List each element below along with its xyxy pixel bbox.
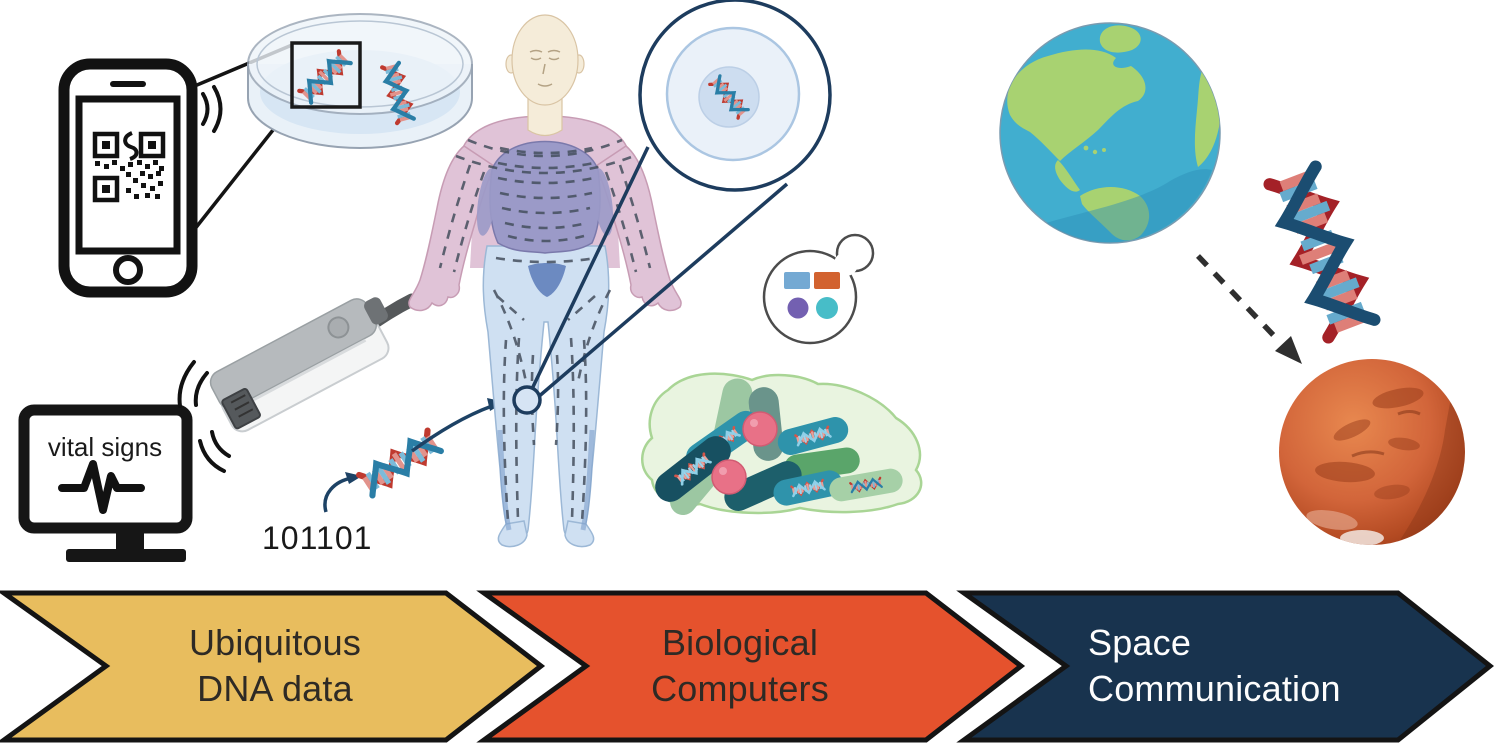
mars-transfer-arrow-icon [1196, 254, 1302, 364]
qr-code-icon [92, 131, 166, 203]
banner-label-space-communication: Space Communication [1088, 622, 1341, 709]
bladder-patch [528, 263, 566, 297]
coccus [742, 411, 778, 447]
earth-mars-dna-helix-icon [1269, 166, 1375, 338]
process-banners [0, 590, 1495, 743]
banner-label-ubiquitous-dna-data: Ubiquitous DNA data [188, 622, 362, 709]
marker-circle [512, 385, 542, 415]
head [505, 14, 585, 137]
human-body-icon [408, 14, 682, 548]
banner-biological-computers [476, 590, 1026, 743]
coccus [711, 459, 747, 495]
banner-space-communication [956, 590, 1495, 743]
binary-label: 101101 [262, 520, 372, 556]
banner-ubiquitous-dna-data [0, 590, 546, 743]
earth-icon [999, 22, 1221, 244]
signal-waves-icon [177, 360, 231, 473]
cell-callout-icon [638, 0, 832, 192]
dna-to-body-arrow-icon [410, 398, 505, 453]
body-dash-hatching [438, 138, 652, 523]
monitor-vitals-icon: vital signs [18, 404, 193, 562]
binary-to-dna-arrow-icon [323, 472, 362, 513]
signal-waves-icon [201, 85, 223, 133]
dish-zoom-frame [290, 41, 362, 109]
banner-label-biological-computers: Biological Computers [651, 622, 829, 709]
smartphone-qr-icon [58, 58, 198, 298]
sequencer-icon [209, 297, 390, 433]
yeast-cell-icon [762, 233, 875, 345]
bacteria-cluster-icon [641, 372, 923, 516]
heartbeat-icon [58, 460, 145, 514]
petri-dish-icon [247, 13, 473, 149]
body-callout-lines [529, 146, 789, 400]
vital-signs-label: vital signs [48, 432, 162, 462]
mars-icon [1279, 359, 1465, 545]
